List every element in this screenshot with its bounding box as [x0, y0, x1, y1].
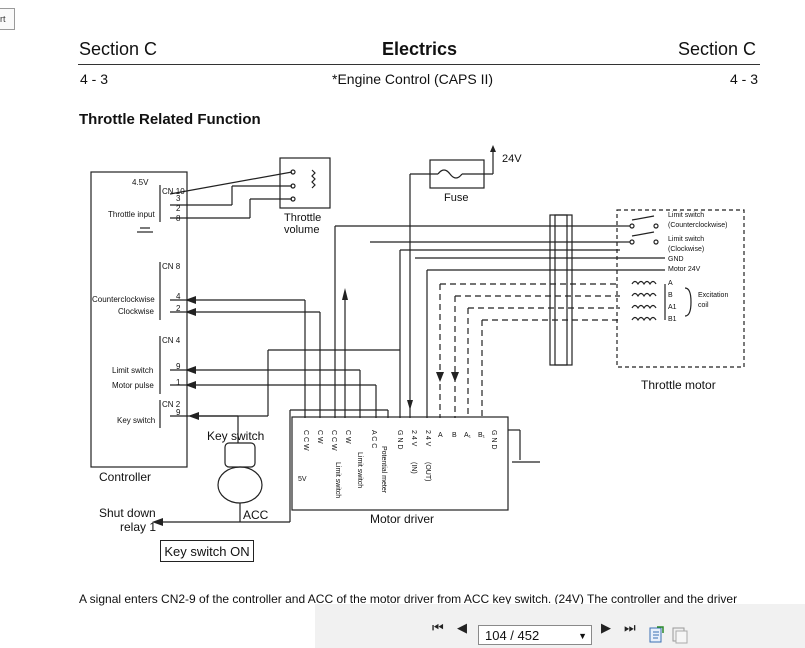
- label-5v: 5V: [298, 476, 307, 483]
- label-counterclockwise: Counterclockwise: [92, 295, 155, 304]
- copy-page-icon[interactable]: [672, 627, 688, 644]
- label-fuse: Fuse: [444, 192, 469, 204]
- driver-term-cw-2: C W: [344, 430, 351, 444]
- first-page-button[interactable]: ⏮: [432, 620, 444, 635]
- cn4-pin-1: 1: [176, 378, 181, 387]
- driver-term-ccw-2: C C W: [330, 430, 337, 451]
- motor-label-limit-cw: Limit switch: [668, 236, 705, 243]
- page-indicator: 104 / 452: [485, 628, 540, 643]
- label-shut-down: Shut down: [99, 506, 156, 520]
- page-number-field[interactable]: 104 / 452 ▼: [478, 625, 592, 645]
- driver-term-24v-out: 2 4 V: [424, 430, 431, 447]
- cn8-pin-2: 2: [176, 304, 181, 313]
- driver-sub-limit-1: Limit switch: [334, 462, 341, 499]
- driver-sub-in: (IN): [410, 462, 417, 474]
- section-left: Section C: [79, 39, 158, 59]
- page-number-left: 4 - 3: [80, 71, 109, 87]
- next-page-button[interactable]: ▶: [601, 620, 611, 635]
- motor-label-b: B: [668, 292, 673, 299]
- label-relay-1: relay 1: [120, 520, 157, 534]
- chevron-down-icon: ▼: [578, 631, 587, 641]
- last-page-button[interactable]: ⏭: [624, 620, 636, 635]
- label-coil: coil: [698, 302, 709, 309]
- driver-term-gnd-1: G N D: [396, 430, 403, 450]
- driver-term-a: A: [438, 432, 443, 439]
- header-rule: [78, 64, 760, 65]
- page-title: Electrics: [382, 39, 458, 59]
- side-tab-label: rt: [0, 14, 6, 24]
- driver-sub-potential-meter: Potential meter: [380, 446, 387, 494]
- page-subtitle: *Engine Control (CAPS II): [332, 71, 494, 87]
- motor-label-b1: B1: [668, 316, 677, 323]
- label-4-5v: 4.5V: [132, 178, 149, 187]
- section-heading: Throttle Related Function: [79, 111, 261, 128]
- driver-term-a1: A₁: [464, 432, 472, 439]
- motor-label-limit-ccw: Limit switch: [668, 212, 705, 219]
- throttle-motor-box: [616, 209, 745, 368]
- viewer-tool-icons: [649, 626, 688, 644]
- motor-label-gnd: GND: [668, 256, 684, 263]
- cn10-pin-8: 8: [176, 214, 181, 223]
- driver-term-acc: A C C: [370, 430, 377, 449]
- driver-term-gnd-2: G N D: [490, 430, 497, 450]
- motor-label-a: A: [668, 280, 673, 287]
- label-excitation: Excitation: [698, 292, 729, 299]
- label-throttle: Throttle: [284, 212, 322, 224]
- label-key-switch: Key switch: [207, 429, 265, 443]
- label-cn2: CN 2: [162, 400, 181, 409]
- label-throttle-input: Throttle input: [108, 210, 155, 219]
- export-page-icon[interactable]: [649, 626, 664, 643]
- side-tab[interactable]: rt: [0, 8, 15, 30]
- controller-box: [90, 171, 188, 468]
- label-motor-pulse: Motor pulse: [112, 381, 154, 390]
- label-motor-driver: Motor driver: [370, 512, 435, 526]
- driver-term-ccw-1: C C W: [302, 430, 309, 451]
- motor-label-ccw: (Counterclockwise): [668, 222, 728, 229]
- driver-sub-out: (OUT): [424, 462, 431, 482]
- previous-page-button[interactable]: ◀: [457, 620, 467, 635]
- motor-label-cw: (Clockwise): [668, 246, 705, 253]
- motor-label-24v: Motor 24V: [668, 266, 701, 273]
- label-cn10: CN 10: [162, 187, 185, 196]
- label-volume: volume: [284, 224, 320, 236]
- cn8-pin-4: 4: [176, 292, 181, 301]
- label-acc: ACC: [243, 508, 269, 522]
- driver-term-24v-in: 2 4 V: [410, 430, 417, 447]
- driver-term-b: B: [452, 432, 457, 439]
- body-paragraph: A signal enters CN2-9 of the controller …: [79, 592, 738, 606]
- cn10-pin-2: 2: [176, 204, 181, 213]
- driver-term-cw-1: C W: [316, 430, 323, 444]
- driver-sub-limit-2: Limit switch: [356, 452, 363, 489]
- page-number-right: 4 - 3: [730, 71, 759, 87]
- wiring-diagram: [90, 145, 745, 526]
- label-key-switch-pin: Key switch: [117, 416, 156, 425]
- throttle-volume-box: [279, 157, 331, 209]
- label-clockwise: Clockwise: [118, 307, 155, 316]
- key-switch-on-box: Key switch ON: [160, 540, 254, 562]
- label-cn4: CN 4: [162, 336, 181, 345]
- label-limit-switch: Limit switch: [112, 366, 154, 375]
- motor-label-a1: A1: [668, 304, 677, 311]
- cn4-pin-9: 9: [176, 362, 181, 371]
- driver-term-b1: B₁: [478, 432, 486, 439]
- cn10-pin-3: 3: [176, 194, 181, 203]
- cn2-pin-9: 9: [176, 408, 181, 417]
- label-24v: 24V: [502, 153, 522, 165]
- label-cn8: CN 8: [162, 262, 181, 271]
- label-throttle-motor: Throttle motor: [641, 378, 716, 392]
- label-controller: Controller: [99, 470, 152, 484]
- section-right: Section C: [678, 39, 757, 59]
